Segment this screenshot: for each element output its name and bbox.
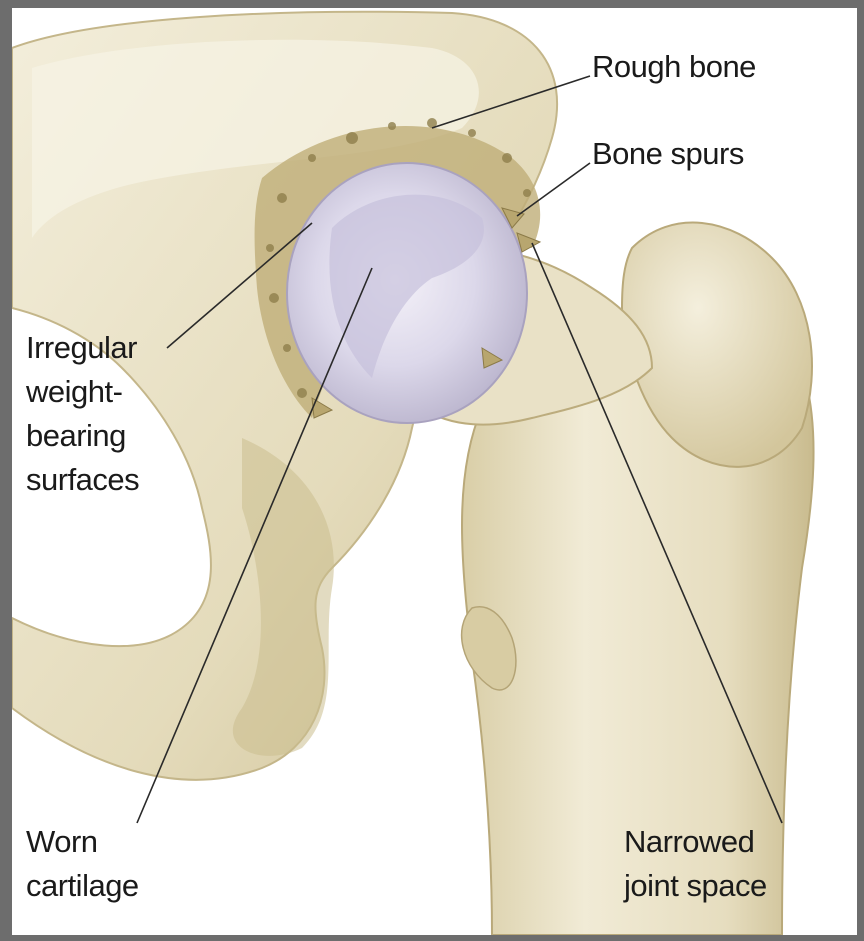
label-worn-cartilage-line-1: Worn: [26, 820, 139, 864]
label-rough-bone-line-1: Rough bone: [592, 45, 756, 89]
label-narrowed-joint-space-line-1: Narrowed: [624, 820, 767, 864]
label-irregular-surfaces-line-2: weight-: [26, 370, 139, 414]
label-irregular-surfaces-line-4: surfaces: [26, 458, 139, 502]
label-worn-cartilage-line-2: cartilage: [26, 864, 139, 908]
label-irregular-surfaces-line-3: bearing: [26, 414, 139, 458]
label-rough-bone: Rough bone: [592, 45, 756, 89]
label-irregular-surfaces: Irregular weight- bearing surfaces: [26, 326, 139, 502]
label-bone-spurs: Bone spurs: [592, 132, 744, 176]
label-irregular-surfaces-line-1: Irregular: [26, 326, 139, 370]
label-narrowed-joint-space: Narrowed joint space: [624, 820, 767, 908]
label-worn-cartilage: Worn cartilage: [26, 820, 139, 908]
label-bone-spurs-line-1: Bone spurs: [592, 132, 744, 176]
label-narrowed-joint-space-line-2: joint space: [624, 864, 767, 908]
hip-joint-illustration: Rough bone Bone spurs Irregular weight- …: [12, 8, 857, 935]
